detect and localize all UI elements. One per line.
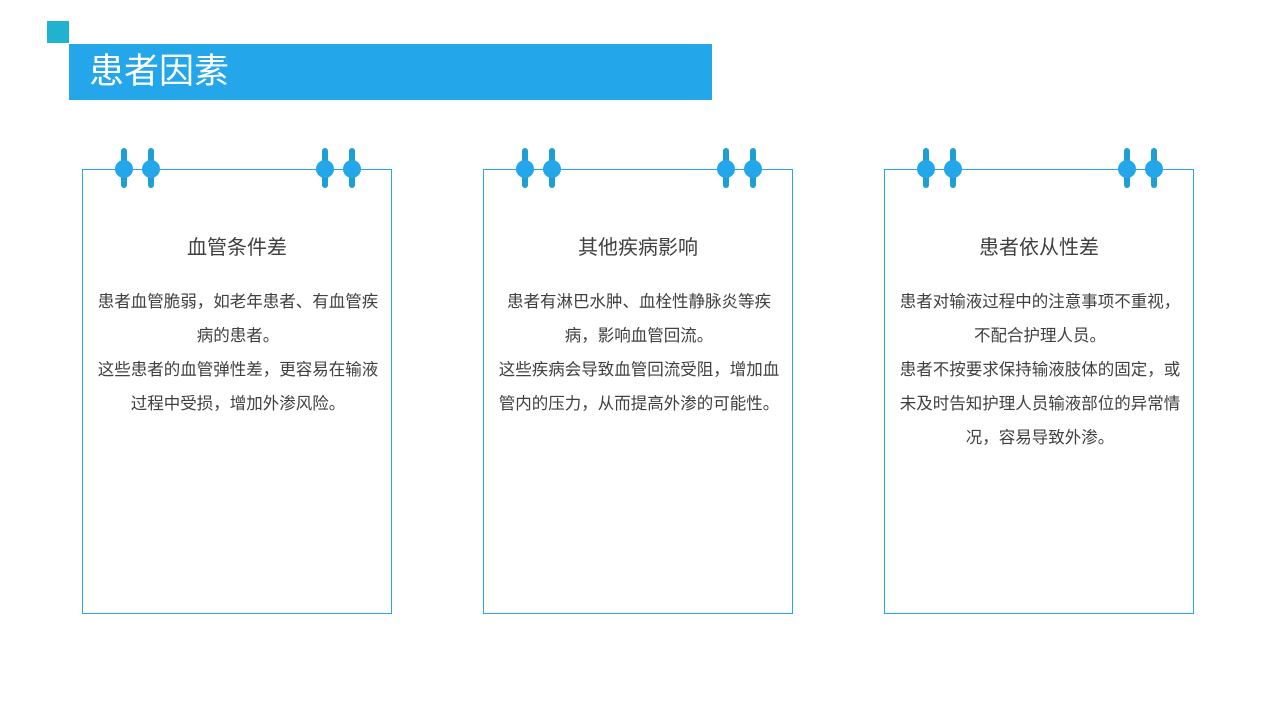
card-other-disease: 其他疾病影响 患者有淋巴水肿、血栓性静脉炎等疾病，影响血管回流。 这些疾病会导致… <box>483 148 793 614</box>
binder-ring-icon <box>1118 148 1136 200</box>
binder-ring-icon <box>917 148 935 200</box>
card-paragraph: 患者对输液过程中的注意事项不重视，不配合护理人员。 <box>899 292 1181 345</box>
title-accent-square <box>47 21 69 43</box>
card-paragraph: 患者有淋巴水肿、血栓性静脉炎等疾病，影响血管回流。 <box>507 292 771 345</box>
binder-ring-icon <box>115 148 133 200</box>
binder-ring-icon <box>516 148 534 200</box>
card-body: 患者对输液过程中的注意事项不重视，不配合护理人员。 患者不按要求保持输液肢体的固… <box>895 285 1185 455</box>
card-paragraph: 这些疾病会导致血管回流受阻，增加血管内的压力，从而提高外渗的可能性。 <box>498 360 780 413</box>
binder-ring-icon <box>744 148 762 200</box>
title-banner: 患者因素 <box>69 44 712 100</box>
binder-ring-icon <box>717 148 735 200</box>
binder-ring-icon <box>543 148 561 200</box>
binder-ring-icon <box>316 148 334 200</box>
card-patient-compliance: 患者依从性差 患者对输液过程中的注意事项不重视，不配合护理人员。 患者不按要求保… <box>884 148 1194 614</box>
card-body: 患者血管脆弱，如老年患者、有血管疾病的患者。 这些患者的血管弹性差，更容易在输液… <box>93 285 383 421</box>
card-title: 患者依从性差 <box>979 235 1099 259</box>
card-paragraph: 这些患者的血管弹性差，更容易在输液过程中受损，增加外渗风险。 <box>97 360 379 413</box>
page-title: 患者因素 <box>89 52 230 92</box>
binder-ring-icon <box>343 148 361 200</box>
card-title: 血管条件差 <box>187 235 287 259</box>
binder-ring-icon <box>142 148 160 200</box>
card-blood-vessel: 血管条件差 患者血管脆弱，如老年患者、有血管疾病的患者。 这些患者的血管弹性差，… <box>82 148 392 614</box>
card-paragraph: 患者不按要求保持输液肢体的固定，或未及时告知护理人员输液部位的异常情况，容易导致… <box>899 360 1181 447</box>
binder-ring-icon <box>1145 148 1163 200</box>
card-body: 患者有淋巴水肿、血栓性静脉炎等疾病，影响血管回流。 这些疾病会导致血管回流受阻，… <box>494 285 784 421</box>
binder-ring-icon <box>944 148 962 200</box>
card-title: 其他疾病影响 <box>578 235 698 259</box>
card-paragraph: 患者血管脆弱，如老年患者、有血管疾病的患者。 <box>97 292 379 345</box>
